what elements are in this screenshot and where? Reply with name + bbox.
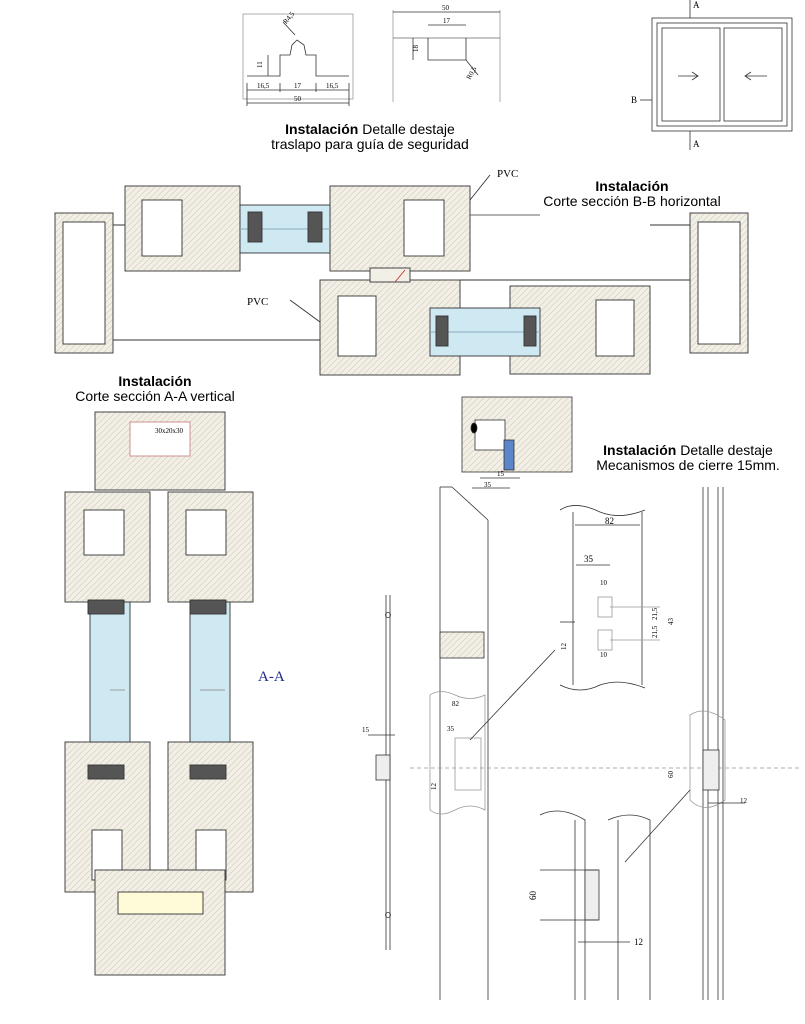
dim-mid-35: 35	[447, 725, 455, 733]
dim-17-top: 17	[443, 17, 451, 25]
label-section-aa: A-A	[258, 669, 285, 685]
dim-top-82: 82	[605, 516, 614, 526]
dim-bottom-12: 12	[634, 937, 643, 947]
section-bb-horizontal	[54, 174, 749, 376]
dim-mid-12: 12	[430, 783, 438, 791]
dim-11: 11	[256, 61, 264, 68]
caption-traslapo: Instalación Detalle destaje traslapo par…	[271, 121, 469, 152]
dim-small-15: 15	[497, 470, 505, 478]
dim-bottom-60: 60	[528, 891, 538, 901]
dim-small-35: 35	[484, 481, 492, 489]
detail-cut-bottom	[539, 810, 651, 1000]
dim-top-21-5b: 21,5	[651, 625, 659, 638]
dim-16-5-right: 16,5	[326, 82, 339, 90]
dim-50-top: 50	[442, 4, 450, 12]
label-box: 30x20x30	[155, 427, 184, 435]
dim-right-60: 60	[667, 771, 675, 779]
dim-top-12: 12	[560, 643, 568, 651]
label-a-top: A	[693, 0, 700, 10]
dim-16-5-left: 16,5	[257, 82, 270, 90]
dim-top-21-5a: 21,5	[651, 607, 659, 620]
dim-top-43: 43	[667, 618, 675, 626]
mechanism-lock-strip	[368, 595, 395, 950]
dim-mid-82: 82	[452, 700, 460, 708]
dim-top-10b: 10	[600, 651, 608, 659]
section-aa-vertical	[64, 411, 254, 976]
label-b: B	[631, 95, 637, 105]
detail-guide-recess	[392, 10, 501, 102]
dim-50: 50	[294, 95, 302, 103]
dim-18: 18	[412, 45, 420, 53]
caption-vertical: Instalación Corte sección A-A vertical	[75, 373, 235, 404]
dim-top-35: 35	[584, 554, 594, 564]
dim-top-10: 10	[600, 579, 608, 587]
label-a-bottom: A	[693, 139, 700, 149]
detail-cut-top	[469, 505, 660, 741]
dim-right-12: 12	[740, 797, 748, 805]
detail-traslapo-profile	[242, 13, 354, 106]
label-pvc-bottom: PVC	[247, 296, 268, 308]
dim-strip-15: 15	[362, 726, 370, 734]
detail-small-profile	[461, 396, 573, 489]
caption-mecanismos: Instalación Detalle destaje Mecanismos d…	[596, 442, 780, 473]
dim-17: 17	[294, 82, 302, 90]
mechanism-frame-right	[624, 487, 745, 1000]
window-elevation	[640, 0, 793, 150]
dim-r45: R4,5	[281, 10, 296, 26]
label-pvc-top: PVC	[497, 168, 518, 180]
mechanism-frame-left	[410, 486, 800, 1000]
caption-horizontal: Instalación Corte sección B-B horizontal	[543, 178, 721, 209]
